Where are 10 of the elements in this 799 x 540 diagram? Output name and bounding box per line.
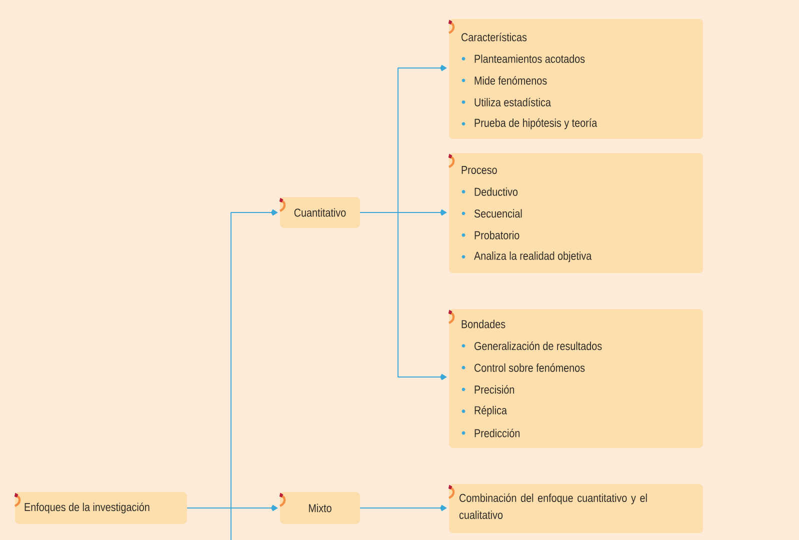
info-box: Características Planteamientos acotados Mide fenómenos Utiliza estadística Prueba de hipótesis y teoría bbox=[448, 19, 703, 139]
topic-box: Enfoques de la investigación bbox=[14, 492, 187, 524]
info-box: Bondades Generalización de resultados Control sobre fenómenos Precisión Réplica Predicción bbox=[448, 309, 703, 448]
arrow bbox=[360, 212, 447, 380]
category-box: Mixto bbox=[279, 492, 360, 524]
arrow bbox=[360, 504, 447, 512]
category-box: Cuantitativo bbox=[279, 197, 360, 228]
connector-line bbox=[186, 508, 232, 540]
info-box: Proceso Deductivo Secuencial Probatorio Analiza la realidad objetiva bbox=[448, 153, 703, 273]
info-box: Combinación del enfoque cuantitativo y el cualitativo bbox=[448, 484, 703, 533]
